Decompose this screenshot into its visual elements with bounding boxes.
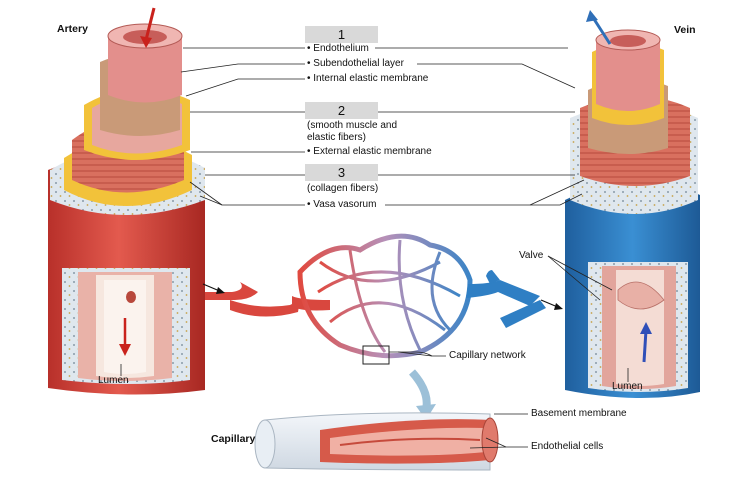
layer-2-external-elastic: • External elastic membrane xyxy=(307,146,432,157)
leader-lines xyxy=(120,47,629,449)
layer-1-internal-elastic: • Internal elastic membrane xyxy=(307,73,429,84)
capillary-title: Capillary xyxy=(211,433,256,445)
layer-3-desc: (collagen fibers) xyxy=(307,183,379,194)
valve-label: Valve xyxy=(519,250,544,261)
layer-1-number: 1 xyxy=(305,26,378,43)
artery-illustration xyxy=(48,7,205,395)
layer-2-desc-line-1: (smooth muscle and xyxy=(307,120,398,131)
vein-illustration xyxy=(565,10,700,399)
vein-title: Vein xyxy=(674,24,696,36)
layer-2-number: 2 xyxy=(305,102,378,119)
basement-membrane-label: Basement membrane xyxy=(531,408,627,419)
layer-1-subendothelial: • Subendothelial layer xyxy=(307,58,404,69)
layer-2-desc-line-2: elastic fibers) xyxy=(307,132,366,143)
capillary-network-label: Capillary network xyxy=(449,350,526,361)
artery-title: Artery xyxy=(57,23,88,35)
layer-3-vasa-vasorum: • Vasa vasorum xyxy=(307,199,377,210)
endothelial-cells-label: Endothelial cells xyxy=(531,441,604,452)
layer-3-number: 3 xyxy=(305,164,378,181)
capillary-cross-section xyxy=(254,412,499,471)
vein-lumen-label: Lumen xyxy=(612,381,643,392)
artery-lumen-label: Lumen xyxy=(98,375,129,386)
layer-1-endothelium: • Endothelium xyxy=(307,43,369,54)
capillary-bed xyxy=(202,233,563,420)
